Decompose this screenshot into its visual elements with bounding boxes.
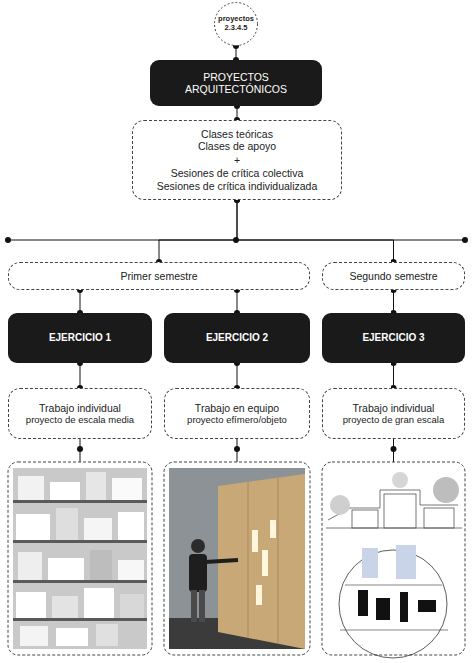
model [84,518,112,540]
connector-line [80,290,81,313]
photo-background [169,468,305,649]
shelf [13,540,147,543]
person-arm [205,560,238,562]
model [90,550,112,580]
light-opening [252,530,258,552]
node-text: Sesiones de crítica colectiva Sesiones d… [148,167,326,192]
work-box: Trabajo en equipoproyecto efímero/objeto [164,388,310,439]
plan-circle [339,550,447,658]
bus-dot [462,237,468,243]
exercise-box: EJERCICIO 2 [164,313,310,363]
model [112,478,142,500]
node-text: Trabajo en equipo [167,402,307,414]
node-text: + [222,154,252,166]
shelf [13,500,147,503]
plan-volume [362,548,378,578]
connector-line [80,363,81,388]
model [18,552,42,580]
model [16,514,50,540]
person-head [191,539,205,553]
person-leg [191,590,197,622]
node-text: Segundo semestre [329,270,459,282]
model [118,560,144,580]
exercise-box: EJERCICIO 1 [8,313,152,363]
plan-line [340,630,448,631]
node-text: EJERCICIO 2 [172,332,302,344]
plan-line [345,585,442,586]
tree [330,495,350,515]
exercise-box: EJERCICIO 3 [322,313,465,363]
connector-line [159,200,237,262]
connector-line [393,363,394,388]
bus-dot [5,237,11,243]
image-frame [8,462,152,655]
person-body [189,554,207,592]
light-opening [262,550,268,576]
connector-line [393,290,394,313]
model [96,624,118,646]
node-text: proyecto de gran escala [325,414,462,425]
method-box: Clases teóricas Clases de apoyo+Sesiones… [132,120,342,200]
plan-wall [418,600,436,612]
model [84,588,114,618]
node-text: proyecto efímero/objeto [167,414,307,425]
semester-box: Primer semestre [8,262,310,290]
tree [392,472,408,488]
plan-drawing [339,545,448,658]
node-text: EJERCICIO 3 [329,332,459,344]
work-box: Trabajo individualproyecto de gran escal… [322,388,465,439]
plan-wall [376,598,390,620]
semester-box: Segundo semestre [322,262,465,290]
connector-line [237,363,238,388]
model [56,508,78,540]
node-text: Primer semestre [19,270,299,282]
model [56,628,88,646]
work-box: Trabajo individualproyecto de escala med… [8,388,152,439]
panel-joint [278,478,279,643]
shelf [13,580,147,583]
node-text: EJERCICIO 1 [15,332,145,344]
connector-line [237,290,238,313]
facade [424,508,454,528]
connector-line [237,200,394,262]
model [50,482,80,500]
model [16,592,46,618]
image-frame [164,462,310,655]
plan-wall [400,592,408,622]
facade [384,494,416,528]
model [18,476,44,500]
start-circle: proyectos 2.3.4.5 [214,2,258,46]
plan-volume [396,545,416,579]
node-text: PROYECTOS ARQUITECTÓNICOS [161,71,311,96]
facade [352,510,378,528]
connector-line [237,106,238,120]
photo-background [13,468,147,649]
node-text: proyecto de escala media [11,414,149,425]
model [48,558,84,580]
shelf [13,618,147,621]
shelf-models [13,472,147,646]
tree [433,477,459,503]
plan-wall [358,590,368,616]
light-opening [256,585,262,605]
title-box: PROYECTOS ARQUITECTÓNICOS [150,60,322,106]
node-text: Clases teóricas Clases de apoyo [191,128,283,153]
leader-dot [391,446,397,452]
connector-line [236,46,237,60]
person-leg [199,590,205,622]
light-opening [270,520,276,538]
panel-joint [248,482,249,638]
model [118,512,144,540]
node-text: proyectos 2.3.4.5 [216,15,256,33]
leader-dot [234,446,240,452]
leader-dot [77,446,83,452]
model [120,594,144,618]
model [20,626,48,646]
model [52,596,78,618]
node-text: Trabajo individual [325,402,462,414]
node-text: Trabajo individual [11,402,149,414]
circle-outline [215,3,258,46]
model [86,472,106,500]
